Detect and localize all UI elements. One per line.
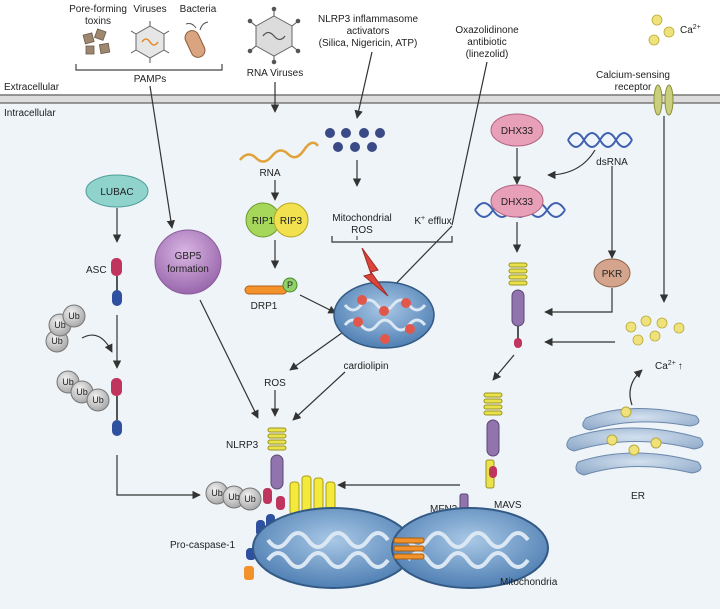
p-label: P bbox=[287, 280, 293, 290]
mavs-label: MAVS bbox=[494, 500, 522, 511]
ub-label: Ub bbox=[228, 492, 240, 502]
er-label: ER bbox=[631, 491, 645, 502]
lubac-label: LUBAC bbox=[100, 187, 133, 198]
oxazolidinone-label-2: antibiotic bbox=[467, 37, 506, 48]
pore-forming-toxins-label-2: toxins bbox=[85, 16, 111, 27]
ros-molecules-icon bbox=[325, 128, 385, 152]
viruses-label: Viruses bbox=[133, 4, 166, 15]
pamps-bracket bbox=[75, 64, 223, 71]
calcium-sensing-receptor-icon bbox=[653, 84, 674, 116]
ub-label: Ub bbox=[211, 488, 223, 498]
mito-ros-label-2: ROS bbox=[351, 225, 373, 236]
ub-label: Ub bbox=[244, 494, 256, 504]
bacteria-icon bbox=[184, 21, 209, 58]
ub-asc-cluster-icon: Ub Ub Ub bbox=[205, 481, 285, 536]
pro-caspase-1-label: Pro-caspase-1 bbox=[170, 540, 235, 551]
casr-label-2: receptor bbox=[615, 82, 652, 93]
calcium-label: Ca2+ bbox=[680, 24, 701, 36]
nlrp3-like-protein-upper-icon bbox=[508, 262, 528, 348]
extracellular-label: Extracellular bbox=[4, 82, 60, 93]
rip1-rip3-complex: RIP1 RIP3 bbox=[245, 202, 309, 238]
ub-label: Ub bbox=[62, 377, 74, 387]
casr-label-1: Calcium-sensing bbox=[596, 70, 670, 81]
ub-label: Ub bbox=[76, 387, 88, 397]
mito-ros-label-1: Mitochondrial bbox=[332, 213, 391, 224]
dsrna-label: dsRNA bbox=[596, 157, 628, 168]
activators-label-3: (Silica, Nigericin, ATP) bbox=[319, 38, 418, 49]
rna-strand-icon bbox=[239, 141, 319, 163]
mavs-protein-icon bbox=[483, 392, 503, 489]
ub-asc-complex-icon: Ub Ub Ub bbox=[56, 370, 122, 436]
dsrna-helix-icon bbox=[567, 132, 633, 148]
ub-chain-icon: Ub Ub Ub bbox=[45, 304, 86, 353]
nlrp3-protein-icon bbox=[267, 427, 287, 490]
activators-label-2: activators bbox=[347, 26, 390, 37]
cytosolic-calcium-label: Ca2+↑ bbox=[655, 360, 683, 372]
mitochondria-label: Mitochondria bbox=[500, 577, 558, 588]
ros-label: ROS bbox=[264, 378, 286, 389]
drp1-node: P DRP1 bbox=[244, 277, 298, 312]
ub-label: Ub bbox=[92, 395, 104, 405]
pkr-node: PKR bbox=[593, 258, 631, 288]
rna-label: RNA bbox=[259, 168, 280, 179]
ub-label: Ub bbox=[54, 320, 66, 330]
dhx33-label: DHX33 bbox=[501, 126, 534, 137]
virus-icon bbox=[130, 21, 170, 63]
rna-virus-icon bbox=[247, 6, 301, 65]
dhx33-top-node: DHX33 bbox=[490, 113, 544, 147]
cardiolipin-label: cardiolipin bbox=[343, 361, 388, 372]
k-efflux-label: K+ efflux bbox=[414, 215, 451, 227]
lubac-node: LUBAC bbox=[85, 174, 149, 208]
nlrp3-label: NLRP3 bbox=[226, 440, 259, 451]
ros-lightning-icon bbox=[361, 247, 389, 297]
extracellular-calcium-icon bbox=[648, 14, 675, 46]
mitochondrion-small-icon bbox=[333, 281, 435, 349]
rip3-label: RIP3 bbox=[280, 216, 303, 227]
asc-label: ASC bbox=[86, 265, 107, 276]
intracellular-label: Intracellular bbox=[4, 108, 56, 119]
plasma-membrane bbox=[0, 94, 720, 104]
pamps-label: PAMPs bbox=[134, 74, 167, 85]
mito-ros-bracket bbox=[331, 236, 453, 243]
gbp5-label-2: formation bbox=[167, 264, 209, 275]
oxazolidinone-label-3: (linezolid) bbox=[466, 49, 509, 60]
rip1-label: RIP1 bbox=[252, 216, 275, 227]
oxazolidinone-label-1: Oxazolidinone bbox=[455, 25, 519, 36]
cytosolic-calcium-icon bbox=[625, 315, 685, 346]
dhx33-bound-node: DHX33 bbox=[490, 184, 544, 218]
rna-viruses-label: RNA Viruses bbox=[247, 68, 304, 79]
arrows bbox=[81, 51, 669, 500]
pkr-label: PKR bbox=[602, 269, 623, 280]
ub-label: Ub bbox=[68, 311, 80, 321]
bacteria-label: Bacteria bbox=[180, 4, 217, 15]
mitochondria-pair-icon bbox=[252, 507, 549, 589]
activators-label-1: NLRP3 inflammasome bbox=[318, 14, 418, 25]
asc-protein-icon bbox=[111, 258, 122, 306]
pore-forming-toxins-label: Pore-forming bbox=[69, 4, 127, 15]
dhx33-bound-label: DHX33 bbox=[501, 197, 534, 208]
gbp5-label-1: GBP5 bbox=[175, 251, 202, 262]
drp1-label: DRP1 bbox=[251, 301, 278, 312]
toxin-cubes-icon bbox=[82, 28, 111, 55]
ub-label: Ub bbox=[51, 336, 63, 346]
gbp5-node: GBP5 formation bbox=[154, 229, 222, 295]
er-icon bbox=[566, 406, 704, 476]
